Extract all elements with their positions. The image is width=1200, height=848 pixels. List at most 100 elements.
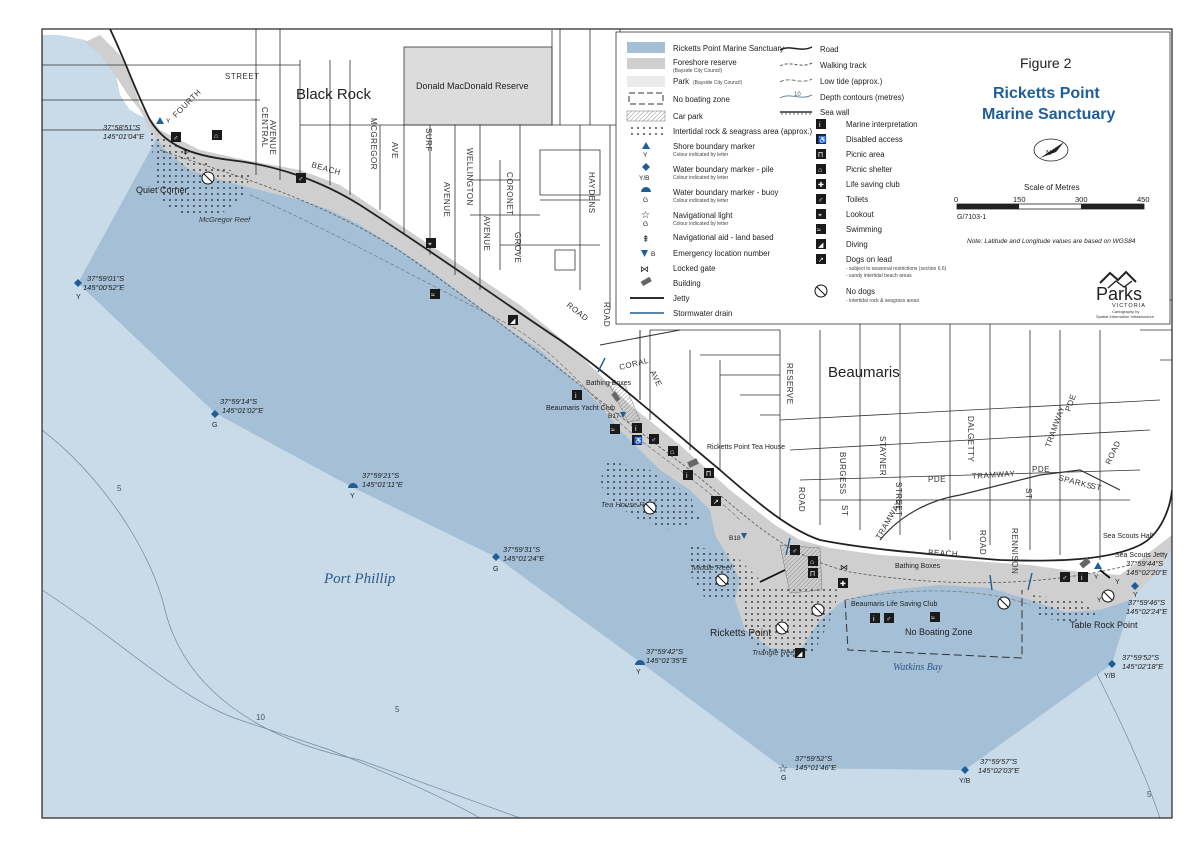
toilets-legend-icon: ♂ bbox=[816, 194, 826, 204]
nav-light-legend-icon: ☆ bbox=[641, 210, 650, 221]
place-quiet-corner: Quiet Corner bbox=[136, 185, 188, 195]
marker-1-lat: 37°59'01"S bbox=[87, 274, 124, 283]
locked-gate-legend-icon: ⋈ bbox=[640, 264, 649, 274]
shore-marker-legend-icon bbox=[642, 142, 650, 149]
dogs-on-lead-icon: ↗ bbox=[711, 496, 721, 506]
street-haydens: HAYDENS bbox=[587, 172, 596, 214]
marker-10-lon: 145°02'20"E bbox=[1126, 568, 1168, 577]
marker-2-letter: G bbox=[212, 422, 217, 429]
marker-10-letter: Y bbox=[1115, 579, 1120, 586]
toilets-icon-5: ♂ bbox=[884, 613, 894, 623]
building-sea-scouts bbox=[1079, 557, 1091, 569]
label-life-saving-club: Beaumaris Life Saving Club bbox=[851, 601, 937, 608]
svg-text:♂: ♂ bbox=[792, 548, 797, 555]
sanctuary-area bbox=[78, 127, 1135, 770]
walking-track-legend-icon bbox=[779, 62, 813, 67]
marker-9-lon: 145°02'24"E bbox=[1126, 607, 1168, 616]
legend-car-park: Car park bbox=[673, 112, 703, 121]
legend-low-tide: Low tide (approx.) bbox=[820, 77, 883, 86]
marker-10: Y 37°59'44"S 145°02'20"E Y bbox=[1094, 559, 1168, 586]
legend-emergency: Emergency location number bbox=[673, 249, 770, 258]
diving-icon-2: ◢ bbox=[795, 648, 805, 658]
marker-3-lon: 145°01'11"E bbox=[362, 480, 404, 489]
legend-shore-marker-sub: Colour indicated by letter bbox=[673, 152, 729, 158]
marine-interpretation-icon-5: i bbox=[1078, 572, 1088, 582]
marker-1: 37°59'01"S 145°00'52"E Y bbox=[74, 274, 125, 301]
map-ref: G/7103-1 bbox=[957, 214, 986, 221]
street-avenue-3: AVENUE bbox=[482, 216, 491, 251]
diving-legend-icon: ◢ bbox=[816, 239, 826, 249]
marker-3: 37°59'21"S 145°01'11"E Y bbox=[348, 471, 404, 500]
legend-dogs-on-lead: Dogs on lead bbox=[846, 255, 892, 264]
buoy-marker-icon bbox=[635, 660, 645, 665]
marker-3-lat: 37°59'21"S bbox=[362, 471, 399, 480]
marker-7-lat: 37°59'57"S bbox=[980, 757, 1017, 766]
place-black-rock: Black Rock bbox=[296, 86, 372, 103]
legend-toilets: Toilets bbox=[846, 195, 868, 204]
svg-text:◢: ◢ bbox=[510, 318, 516, 325]
water-watkins-bay: Watkins Bay bbox=[893, 662, 943, 673]
road-legend-icon bbox=[779, 46, 813, 51]
marker-6-letter: G bbox=[781, 775, 786, 782]
legend-no-dogs: No dogs bbox=[846, 287, 875, 296]
north-arrow-icon: N bbox=[1033, 138, 1069, 162]
swimming-icon-2: ≈ bbox=[610, 424, 620, 434]
water-port-phillip: Port Phillip bbox=[323, 571, 396, 587]
pile-marker-icon bbox=[1108, 660, 1116, 668]
no-dogs-legend-icon bbox=[814, 284, 828, 298]
depth-contour-10 bbox=[42, 589, 481, 818]
building-legend-icon bbox=[640, 276, 652, 287]
brand-parks: Parks bbox=[1096, 284, 1142, 304]
depth-label-10: 10 bbox=[256, 713, 265, 722]
scale-tick-0: 0 bbox=[954, 195, 958, 204]
street-coronet: CORONET bbox=[505, 172, 514, 216]
legend-box bbox=[615, 31, 1171, 325]
legend-dogs-on-lead-sub1: - subject to seasonal restrictions (sect… bbox=[846, 266, 947, 272]
svg-text:♂: ♂ bbox=[298, 176, 303, 183]
swimming-icon: ≈ bbox=[430, 289, 440, 299]
marker-8-letter: Y/B bbox=[1104, 673, 1116, 680]
pile-marker-icon bbox=[961, 766, 969, 774]
marker-7-letter: Y/B bbox=[959, 778, 971, 785]
foreshore-reserve bbox=[85, 35, 1172, 650]
svg-text:⌖: ⌖ bbox=[428, 241, 432, 248]
legend-right-symbols: 10 i ♿ Π ⌂ ✚ ♂ ⌖ ≈ ◢ ↗ bbox=[779, 46, 828, 298]
marker-0-lat: 37°58'51"S bbox=[103, 123, 140, 132]
marine-interpretation-icon-3: i bbox=[683, 470, 693, 480]
swatch-park bbox=[627, 76, 665, 87]
marine-interpretation-icon: i bbox=[572, 390, 582, 400]
svg-text:Π: Π bbox=[706, 471, 711, 478]
svg-text:◢: ◢ bbox=[797, 651, 803, 658]
legend-picnic-area: Picnic area bbox=[846, 150, 885, 159]
street-road-5: ROAD bbox=[602, 302, 611, 327]
label-bathing-boxes-2: Bathing Boxes bbox=[895, 563, 941, 570]
street-central: CENTRAL bbox=[260, 107, 269, 148]
street-avenue-2: AVENUE bbox=[442, 182, 451, 217]
walking-track bbox=[159, 149, 1131, 584]
coral-ave bbox=[599, 329, 681, 400]
marker-2: 37°59'14"S 145°01'02"E G bbox=[211, 397, 264, 429]
swatch-intertidal bbox=[627, 126, 665, 136]
intertidal-tea-house bbox=[600, 460, 700, 530]
car-park-bathing bbox=[607, 381, 641, 423]
label-sea-scouts-hall: Sea Scouts Hall bbox=[1103, 533, 1153, 540]
depth-label-5b: 5 bbox=[395, 705, 400, 714]
legend-park: Park bbox=[673, 77, 689, 86]
marker-6: ☆ 37°59'52"S 145°01'46"E G bbox=[778, 754, 837, 782]
reef-triangle: Triangle Reef bbox=[752, 648, 797, 657]
marker-1-lon: 145°00'52"E bbox=[83, 283, 125, 292]
figure-title-2: Marine Sanctuary bbox=[982, 106, 1115, 123]
legend-buoy-marker-sub: Colour indicated by letter bbox=[673, 198, 729, 204]
legend-no-dogs-sub: - intertidal rock & seagrass areas bbox=[846, 298, 920, 304]
svg-text:↗: ↗ bbox=[818, 257, 824, 264]
svg-text:i: i bbox=[1081, 575, 1083, 582]
marker-7-lon: 145°02'03"E bbox=[978, 766, 1020, 775]
street-tramway-2: TRAMWAY bbox=[972, 469, 1016, 481]
depth-contour-legend-icon bbox=[779, 94, 813, 99]
street-grove: GROVE bbox=[513, 232, 522, 263]
place-beaumaris: Beaumaris bbox=[828, 364, 900, 381]
svg-text:i: i bbox=[635, 426, 637, 433]
marker-8: 37°59'52"S 145°02'18"E Y/B bbox=[1104, 653, 1164, 680]
buoy-marker-icon bbox=[348, 483, 358, 488]
